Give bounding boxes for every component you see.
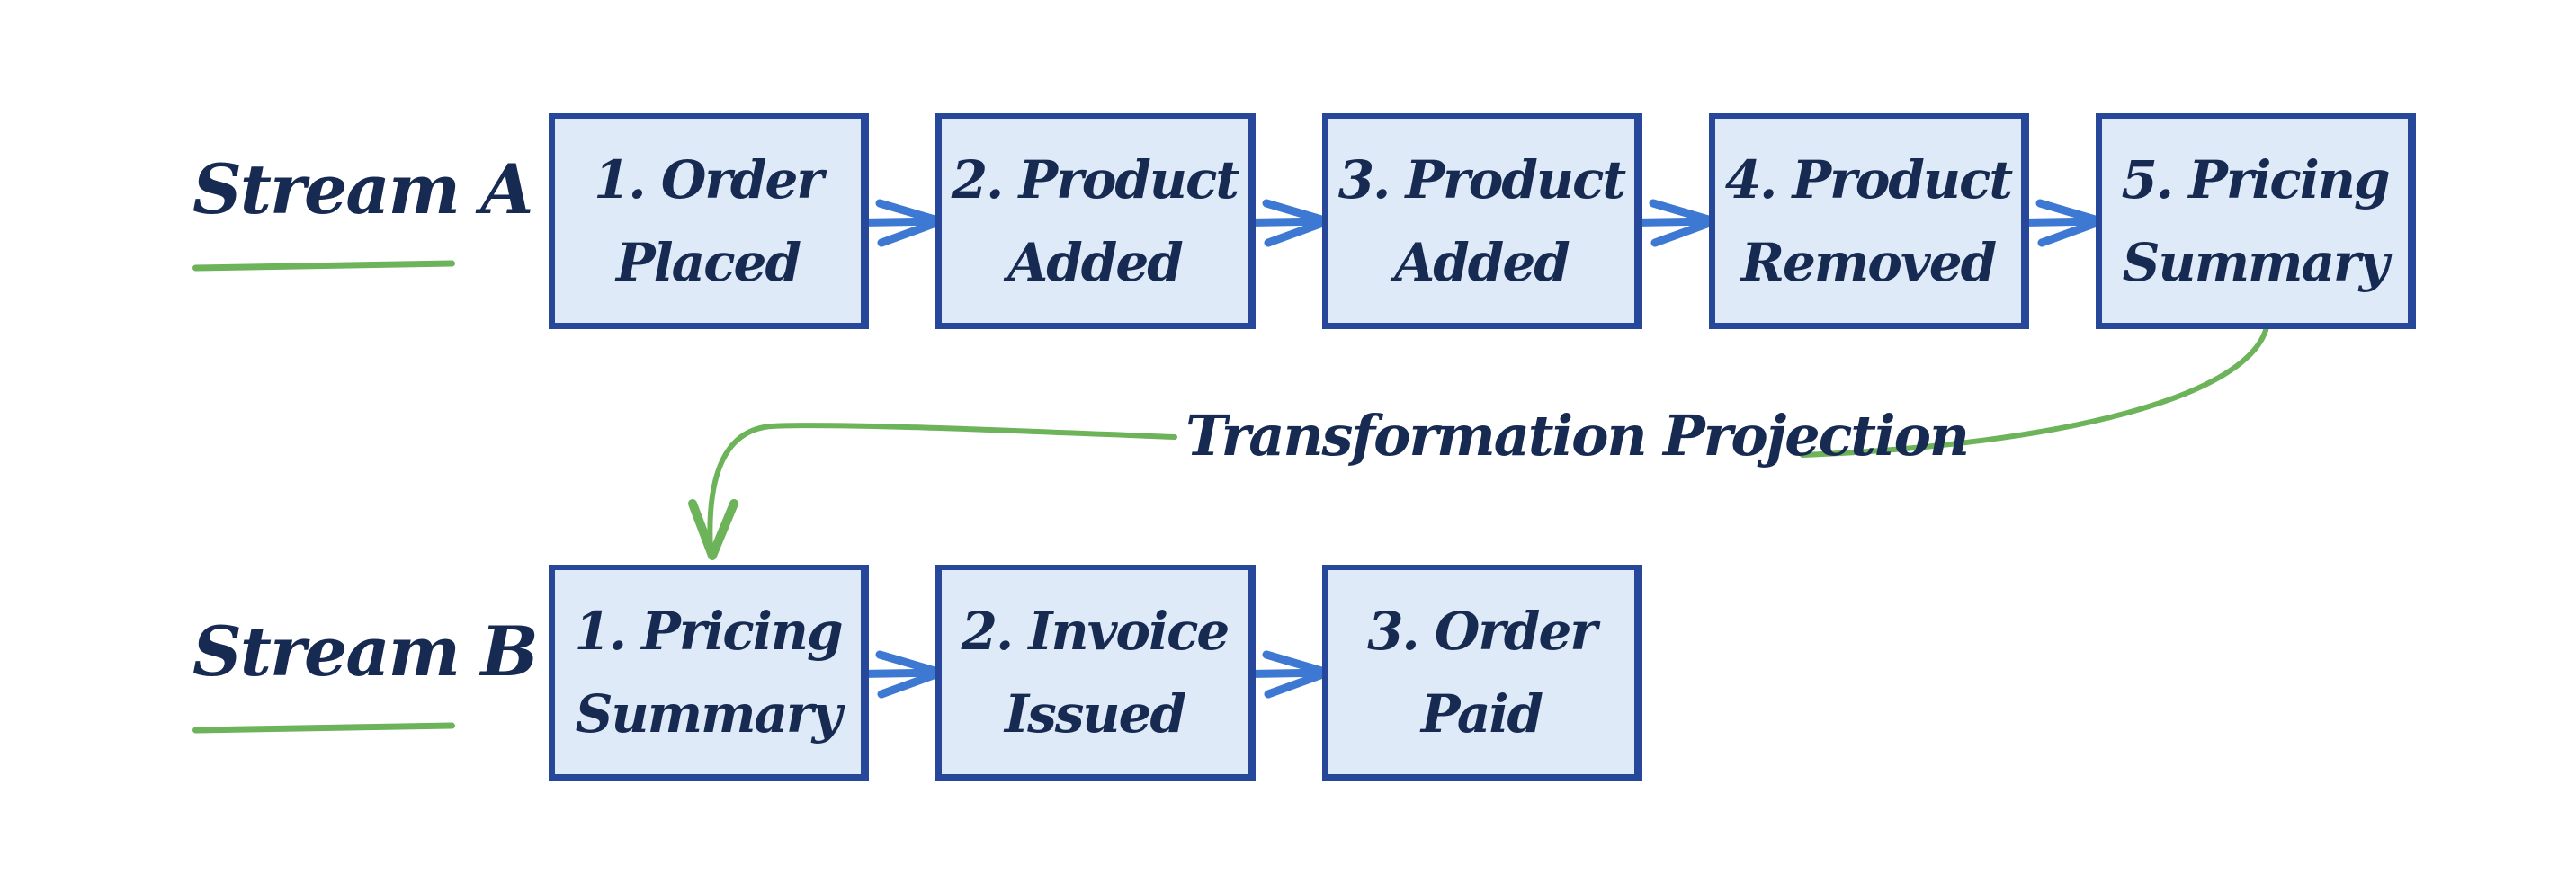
stream-b-event-2: 2. Invoice Issued [935,565,1256,780]
event-subtitle: Issued [1004,682,1186,745]
stream-b-label: Stream B [192,611,539,691]
stream-a-event-2: 2. Product Added [935,113,1256,329]
stream-a-label: Stream A [192,149,533,229]
event-title: 1. Order [594,148,824,210]
event-title: 3. Order [1367,600,1597,662]
event-title: 5. Pricing [2121,148,2390,210]
projection-arrowhead [688,499,738,560]
event-title: 2. Product [951,148,1239,210]
stream-a-event-1: 1. Order Placed [549,113,869,329]
event-subtitle: Paid [1420,682,1543,745]
event-subtitle: Placed [616,231,801,293]
stream-a-event-3: 3. Product Added [1322,113,1642,329]
stream-a-event-5: 5. Pricing Summary [2096,113,2416,329]
event-title: 3. Product [1337,148,1626,210]
stream-a-event-4: 4. Product Removed [1709,113,2029,329]
transformation-projection-label: Transformation Projection [1185,403,1970,468]
event-subtitle: Removed [1740,231,1997,293]
projection-curve-left [707,423,1177,555]
projection-curve-right [1800,325,2269,458]
event-subtitle: Summary [2122,231,2390,293]
event-subtitle: Added [1394,231,1570,293]
event-subtitle: Added [1007,231,1184,293]
event-title: 2. Invoice [961,600,1230,662]
stream-b-event-3: 3. Order Paid [1322,565,1642,780]
event-title: 4. Product [1724,148,2013,210]
event-title: 1. Pricing [574,600,843,662]
event-subtitle: Summary [575,682,843,745]
stream-b-event-1: 1. Pricing Summary [549,565,869,780]
